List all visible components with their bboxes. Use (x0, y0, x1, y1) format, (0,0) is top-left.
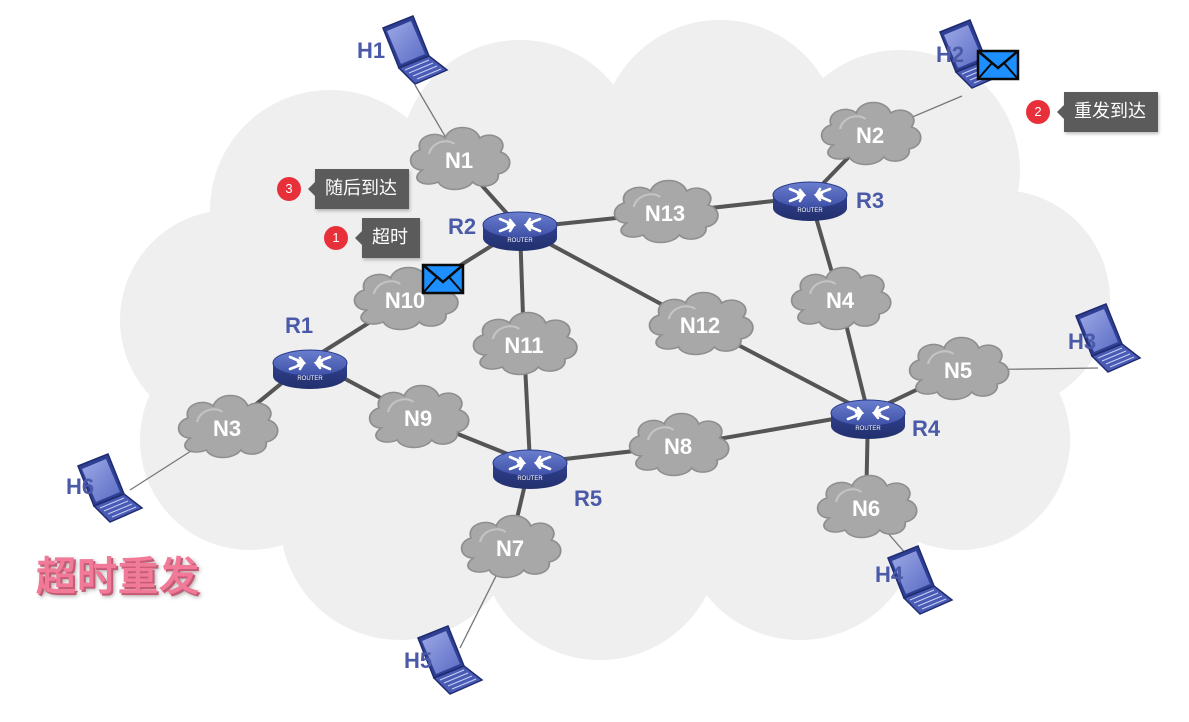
svg-text:N6: N6 (852, 496, 880, 521)
step-badge: 3 (277, 177, 301, 201)
svg-text:N3: N3 (213, 416, 241, 441)
envelope-icon (421, 263, 465, 295)
svg-text:H5: H5 (404, 648, 432, 673)
network-clouds: N1 N2 N3 N4 N5 N6 N7 N8 N9 N10 N11 N12 N… (177, 101, 1010, 579)
svg-text:N4: N4 (826, 288, 855, 313)
host-h3: H3 (1068, 303, 1141, 373)
router-r1: R1 (271, 313, 349, 391)
cloud-n6: N6 (816, 474, 918, 539)
cloud-n12: N12 (648, 291, 755, 356)
routers: R1 R2 R3 R4 R5 (271, 180, 941, 511)
svg-text:N12: N12 (680, 313, 720, 338)
host-h1: H1 (357, 15, 448, 85)
cloud-n4: N4 (790, 266, 892, 331)
svg-text:N11: N11 (504, 333, 543, 358)
cloud-n2: N2 (820, 101, 922, 166)
cloud-n8: N8 (628, 412, 730, 477)
callout-resend-arrive: 2 重发到达 (1026, 92, 1158, 132)
svg-text:H4: H4 (875, 562, 904, 587)
router-icon (829, 398, 907, 441)
host-h5: H5 (404, 625, 483, 695)
hosts: H1 H2 H3 H4 H5 H6 (66, 15, 1141, 695)
svg-text:H1: H1 (357, 38, 385, 63)
svg-text:N9: N9 (404, 406, 432, 431)
svg-text:N1: N1 (445, 148, 473, 173)
router-icon (491, 448, 569, 491)
router-icon (771, 180, 849, 223)
host-h2: H2 (936, 19, 1005, 89)
router-r3: R3 (771, 180, 884, 223)
cloud-n3: N3 (177, 394, 279, 459)
laptop-icon (382, 15, 448, 85)
callout-later-arrive: 3 随后到达 (277, 169, 409, 209)
callout-label: 超时 (355, 218, 420, 258)
svg-text:N7: N7 (496, 536, 524, 561)
svg-text:R2: R2 (448, 214, 476, 239)
callout-label: 重发到达 (1057, 92, 1158, 132)
envelope-icon (976, 49, 1020, 81)
svg-text:R5: R5 (574, 486, 602, 511)
callout-timeout: 1 超时 (324, 218, 420, 258)
host-h6: H6 (66, 453, 143, 523)
cloud-n7: N7 (460, 514, 562, 579)
svg-text:N13: N13 (645, 201, 685, 226)
svg-text:H2: H2 (936, 42, 964, 67)
svg-text:N2: N2 (856, 123, 884, 148)
svg-text:N5: N5 (944, 358, 972, 383)
router-icon (481, 210, 559, 253)
cloud-n1: N1 (409, 126, 511, 191)
svg-text:H3: H3 (1068, 329, 1096, 354)
router-r5: R5 (491, 448, 602, 511)
cloud-n11: N11 (472, 311, 579, 376)
svg-text:N10: N10 (385, 288, 425, 313)
svg-text:R1: R1 (285, 313, 313, 338)
step-badge: 1 (324, 226, 348, 250)
svg-text:N8: N8 (664, 434, 692, 459)
callout-label: 随后到达 (308, 169, 409, 209)
cloud-n5: N5 (908, 336, 1010, 401)
cloud-n9: N9 (368, 384, 470, 449)
svg-text:R4: R4 (912, 416, 941, 441)
svg-text:R3: R3 (856, 188, 884, 213)
router-r4: R4 (829, 398, 941, 441)
svg-text:H6: H6 (66, 474, 94, 499)
cloud-n10: N10 (353, 266, 460, 331)
router-r2: R2 (448, 210, 559, 253)
router-icon (271, 348, 349, 391)
host-h4: H4 (875, 545, 953, 615)
cloud-n13: N13 (613, 179, 720, 244)
page-title: 超时重发 (36, 554, 200, 600)
step-badge: 2 (1026, 100, 1050, 124)
